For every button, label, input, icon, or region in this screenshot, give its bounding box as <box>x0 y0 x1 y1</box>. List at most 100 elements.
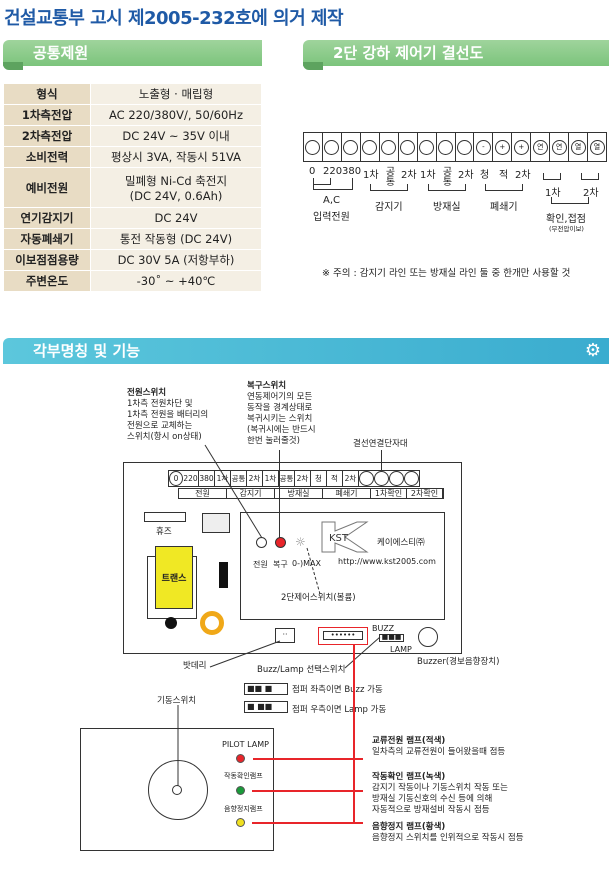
terminal-label: 2차 <box>458 170 474 181</box>
spec-key: 2차측전압 <box>3 125 91 147</box>
spec-row: 이보점점용량 DC 30V 5A (저항부하) <box>3 249 262 271</box>
terminal-screw <box>438 139 454 155</box>
spec-header: 공통제원 <box>3 40 262 66</box>
strip-group-label: 폐쇄기 <box>323 489 371 498</box>
start-switch[interactable] <box>148 760 208 820</box>
spec-value: 통전 작동형 (DC 24V) <box>90 228 262 250</box>
selector-label: Buzz/Lamp 선택스위치 <box>257 665 346 675</box>
svg-text:KST: KST <box>329 533 349 544</box>
spec-value-line: DC 30V 5A (저항부하) <box>117 253 235 267</box>
start-switch-button[interactable] <box>172 785 182 795</box>
lamp-desc-line: 감지기 작동이나 기동스위치 작동 또는 <box>372 783 508 793</box>
battery-connector: ·· <box>275 628 295 643</box>
terminal-screw <box>456 139 472 155</box>
terminal-label: 공통 <box>383 166 394 186</box>
terminal: 연 <box>531 133 551 161</box>
strip-terminal: 청 <box>311 471 327 486</box>
strip-terminal: 2차 <box>247 471 263 486</box>
spec-key: 형식 <box>3 83 91 105</box>
header-tab <box>3 62 23 70</box>
control-board <box>123 462 462 654</box>
desc-line: 한번 눌러줄것) <box>247 436 300 446</box>
selector-connector[interactable]: •••••• <box>323 631 363 640</box>
spec-key: 주변온도 <box>3 270 91 292</box>
company-name: 케이에스티㈜ <box>377 538 425 548</box>
fuse-icon <box>144 512 186 522</box>
group-label: 확인,접점 <box>546 214 586 225</box>
terminal-screw <box>324 139 340 155</box>
selector-highlight <box>318 627 368 645</box>
reset-label: 복구 <box>273 560 288 569</box>
volume-knob-icon[interactable]: ☼ <box>295 535 306 549</box>
transformer: 트랜스 <box>155 546 193 609</box>
group-label: 2차 <box>583 188 599 199</box>
pilot-label: PILOT LAMP <box>222 740 269 749</box>
reset-button[interactable] <box>275 537 286 548</box>
panel-box <box>80 728 274 851</box>
stop-lamp-label: 음향정지램프 <box>224 805 263 813</box>
strip-terminal: 공통 <box>279 471 295 486</box>
strip-screw <box>374 471 389 486</box>
lamp-desc-title: 작동확인 램프(녹색) <box>372 772 446 782</box>
terminal-screw: 열 <box>570 139 586 155</box>
strip-group-label: 2차확인 <box>407 489 443 498</box>
strip-terminal: 380 <box>199 471 215 486</box>
spec-value-line: DC 24V ~ 35V 이내 <box>122 129 230 143</box>
knob-label: 0-)MAX <box>292 559 321 568</box>
strip-terminal: 0 <box>169 471 183 486</box>
strip-screw <box>359 471 374 486</box>
jumper-header[interactable]: ■■■ <box>379 634 404 642</box>
lamp-desc-line: 방재실 기동신호의 수신 등에 의해 <box>372 794 493 804</box>
jumper-right-label: 점퍼 우측이면 Lamp 가동 <box>292 705 387 715</box>
terminal-screw: - <box>475 139 491 155</box>
lamp-desc-title: 교류전원 램프(적색) <box>372 736 446 746</box>
lamp-description: 음향정지 램프(황색)음향정지 스위치를 인위적으로 작동시 점등 <box>372 822 524 844</box>
spec-key: 연기감지기 <box>3 207 91 229</box>
parts-header: 각부명칭 및 기능 ⚙ <box>3 338 609 364</box>
lamp-desc-title: 음향정지 램프(황색) <box>372 822 446 832</box>
spec-value-line: DC 24V <box>154 211 198 225</box>
group-label: (무전압이보) <box>549 225 584 233</box>
desc-line: 연동제어기의 모든 <box>247 392 313 402</box>
spec-value-line: -30˚ ~ +40℃ <box>136 274 216 288</box>
terminal <box>456 133 475 161</box>
desc-line: 전원으로 교체하는 <box>127 421 193 431</box>
group-label: 폐쇄기 <box>490 202 518 213</box>
strip-terminal: 공통 <box>231 471 247 486</box>
desc-line: 1차측 전원차단 및 <box>127 399 193 409</box>
bracket <box>370 184 408 191</box>
fuse-label: 휴즈 <box>156 527 172 537</box>
terminal-screw <box>419 139 435 155</box>
terminal-screw: 연 <box>532 139 548 155</box>
strip-group-label: 전원 <box>179 489 227 498</box>
buzzer-label: Buzzer(경보음향장치) <box>417 657 500 667</box>
display-panel <box>240 512 445 620</box>
bracket <box>485 184 523 191</box>
spec-value: 노출형 · 매립형 <box>90 83 262 105</box>
terminal <box>399 133 418 161</box>
terminal-label: 1차 <box>420 170 436 181</box>
red-lamp <box>236 754 245 763</box>
terminal <box>323 133 342 161</box>
green-lamp <box>236 786 245 795</box>
terminal-label: 2차 <box>515 170 531 181</box>
terminal <box>361 133 380 161</box>
terminal-label: 0 <box>309 166 316 177</box>
terminal: 열 <box>588 133 606 161</box>
spec-value-line: 평상시 3VA, 작동시 51VA <box>110 150 242 164</box>
terminal-label: 결선연결단자대 <box>353 439 408 449</box>
page-title: 건설교통부 고시 제2005-232호에 의거 제작 <box>4 8 344 29</box>
terminal <box>342 133 361 161</box>
terminal <box>418 133 437 161</box>
spec-key: 이보점점용량 <box>3 249 91 271</box>
spec-value-line: 밀폐형 Ni-Cd 축전지 <box>124 173 228 188</box>
spec-value-line: AC 220/380V/, 50/60Hz <box>108 108 243 122</box>
terminal-screw: + <box>494 139 510 155</box>
desc-line: 전원스위치 <box>127 388 167 398</box>
strip-group-label: 감지기 <box>227 489 275 498</box>
terminal-label: 220 <box>323 166 343 177</box>
